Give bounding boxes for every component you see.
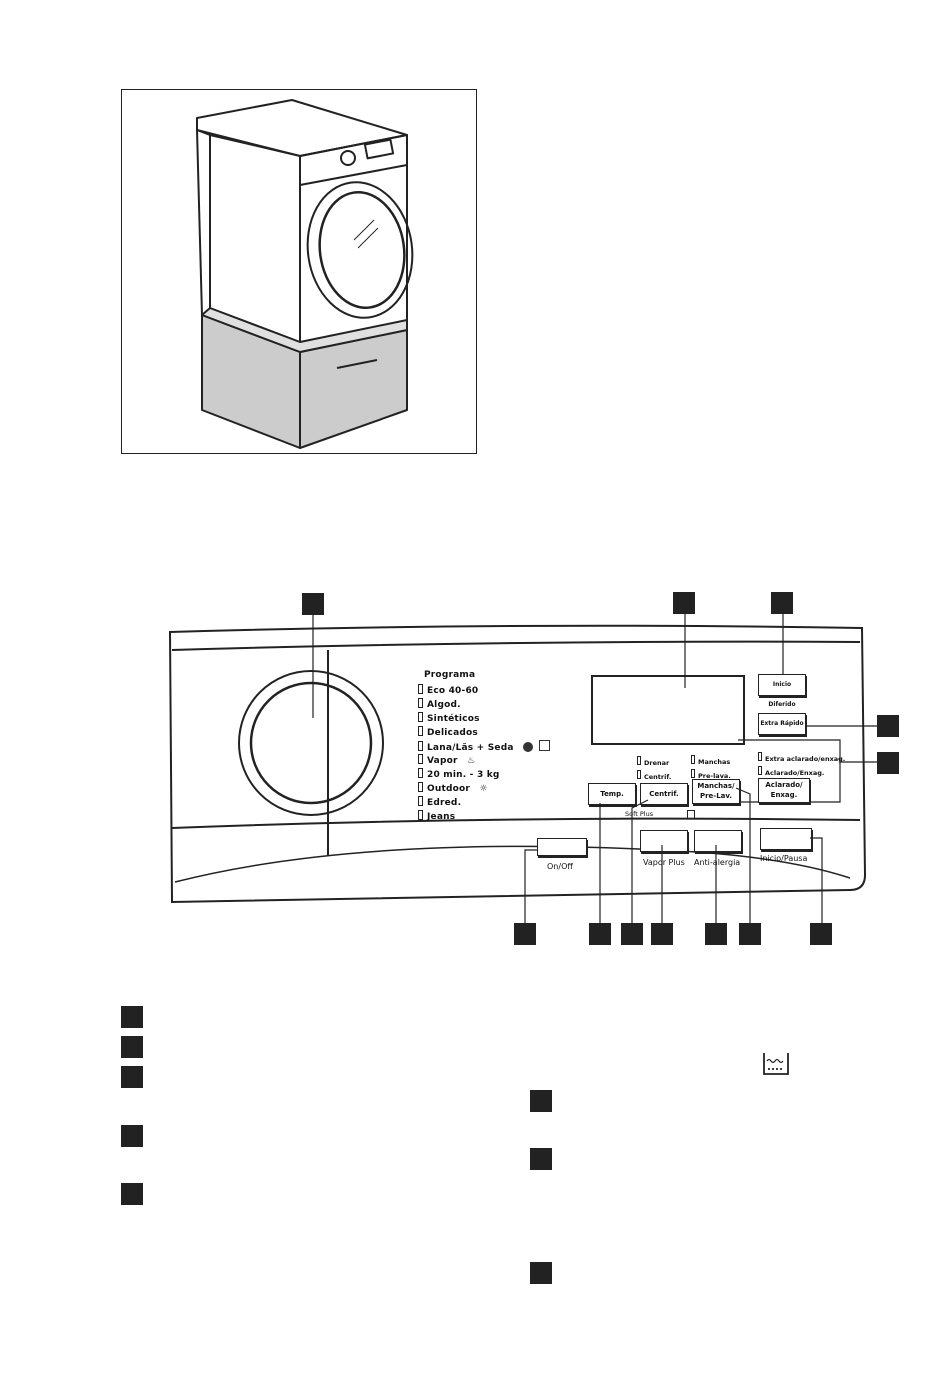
callout-marker <box>810 923 832 945</box>
program-item[interactable]: Outdoor ☼ <box>418 782 488 794</box>
program-item[interactable]: Edred. <box>418 796 461 808</box>
anti-alergia-label: Anti-alergia <box>694 858 741 867</box>
program-item[interactable]: Delicados <box>418 726 478 738</box>
manchas-prelav-button[interactable]: Manchas/Pre-Lav. <box>692 779 740 804</box>
inicio-diferido-button[interactable]: Inicio Diferido <box>758 674 806 708</box>
callout-marker <box>877 752 899 774</box>
program-item[interactable]: Algod. <box>418 698 461 710</box>
legend-marker <box>121 1006 143 1028</box>
steam-icon: ♨ <box>466 756 476 766</box>
extra-rapido-button[interactable]: Extra Rápido <box>758 713 806 735</box>
centrif-button[interactable]: Centrif. <box>640 783 688 805</box>
indicator-extra-aclarado: Extra aclarado/enxag. <box>758 752 845 763</box>
program-item[interactable]: Sintéticos <box>418 712 480 724</box>
indicator-centrif: Centrif. <box>637 770 671 781</box>
callout-marker <box>771 592 793 614</box>
soft-plus-label: Soft Plus <box>625 810 654 818</box>
indicator-manchas: Manchas <box>691 755 730 766</box>
callout-marker <box>302 593 324 615</box>
legend-marker <box>121 1036 143 1058</box>
inicio-pausa-label: Inicio/Pausa <box>760 854 808 863</box>
callout-marker <box>877 715 899 737</box>
program-item[interactable]: 20 min. - 3 kg <box>418 768 500 780</box>
inicio-pausa-button[interactable] <box>760 828 812 850</box>
vapor-plus-button[interactable] <box>640 830 688 852</box>
legend-marker <box>530 1090 552 1112</box>
wool-icon <box>523 742 533 752</box>
handwash-icon <box>539 740 551 751</box>
legend-marker <box>121 1125 143 1147</box>
program-item[interactable]: Eco 40-60 <box>418 684 478 696</box>
indicator-prelava: Pre-lava. <box>691 769 731 780</box>
indicator-aclarado: Aclarado/Enxag. <box>758 766 824 777</box>
callout-marker <box>739 923 761 945</box>
callout-marker <box>705 923 727 945</box>
on-off-button[interactable] <box>537 838 587 856</box>
legend-marker <box>530 1262 552 1284</box>
program-item[interactable]: Lana/Lãs + Seda <box>418 740 551 753</box>
program-item[interactable]: Jeans <box>418 810 455 822</box>
child-lock-icon <box>687 810 695 819</box>
callout-marker <box>651 923 673 945</box>
program-heading: Programa <box>424 670 476 680</box>
legend-marker <box>121 1183 143 1205</box>
vapor-plus-label: Vapor Plus <box>643 858 685 867</box>
callout-marker <box>673 592 695 614</box>
callout-lines <box>312 614 878 924</box>
callout-marker <box>514 923 536 945</box>
aclarado-enxag-button[interactable]: Aclarado/Enxag. <box>758 778 810 803</box>
indicator-drenar: Drenar <box>637 756 669 767</box>
control-panel-drawing <box>168 624 867 904</box>
legend-marker <box>530 1148 552 1170</box>
callout-marker <box>589 923 611 945</box>
legend-marker <box>121 1066 143 1088</box>
callout-marker <box>621 923 643 945</box>
water-tub-icon <box>762 1052 790 1076</box>
on-off-label: On/Off <box>547 862 573 871</box>
program-item[interactable]: Vapor ♨ <box>418 754 475 766</box>
temp-button[interactable]: Temp. <box>588 783 636 805</box>
washer-on-pedestal-illustration <box>196 99 414 449</box>
outdoor-icon: ☼ <box>479 784 488 794</box>
anti-alergia-button[interactable] <box>694 830 742 852</box>
appliance-illustration-frame <box>121 89 477 454</box>
